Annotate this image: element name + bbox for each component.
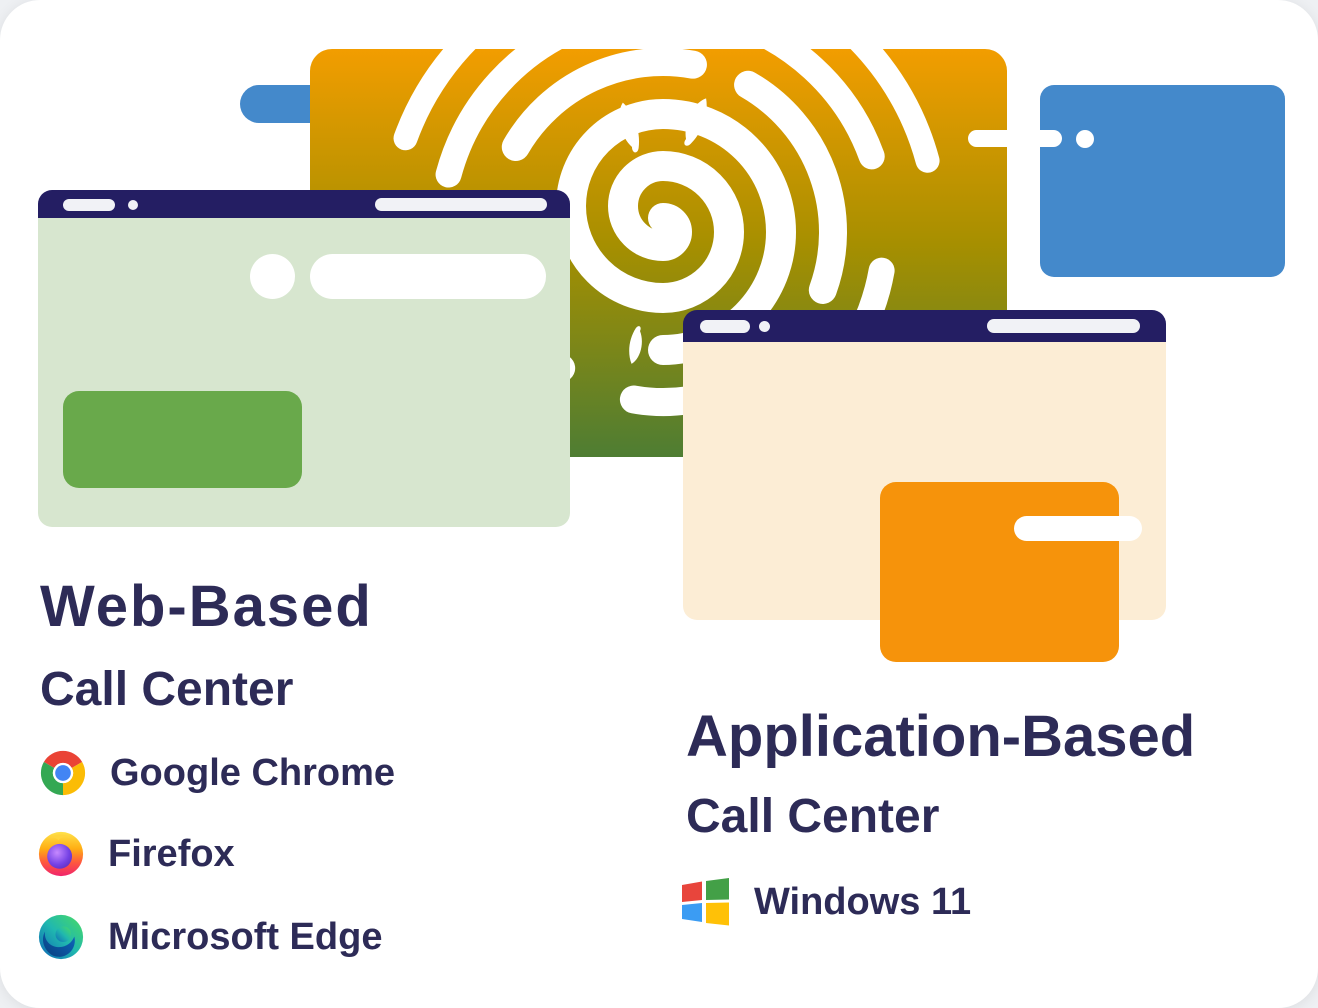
browser-titlebar bbox=[38, 190, 570, 218]
orange-panel-pill bbox=[1014, 516, 1142, 541]
list-item: Google Chrome bbox=[40, 750, 395, 796]
text-placeholder bbox=[310, 254, 546, 299]
list-item-label: Microsoft Edge bbox=[108, 915, 383, 958]
app-titlebar bbox=[683, 310, 1166, 342]
titlebar-dot bbox=[128, 200, 138, 210]
connector-dot bbox=[1076, 130, 1094, 148]
blue-monitor-card bbox=[1040, 85, 1285, 277]
avatar-placeholder bbox=[250, 254, 295, 299]
app-section-title: Application-Based bbox=[686, 704, 1196, 769]
titlebar-address-pill bbox=[987, 319, 1140, 333]
web-section-subtitle: Call Center bbox=[40, 663, 294, 716]
titlebar-address-pill bbox=[375, 198, 547, 211]
firefox-icon bbox=[38, 831, 84, 877]
orange-panel-card bbox=[880, 482, 1119, 662]
chrome-icon bbox=[40, 750, 86, 796]
call-wave-spiral-logo bbox=[377, 49, 949, 457]
green-button-placeholder bbox=[63, 391, 302, 488]
list-item: Firefox bbox=[38, 831, 235, 877]
list-item: Microsoft Edge bbox=[38, 914, 382, 960]
list-item-label: Google Chrome bbox=[110, 751, 396, 794]
web-section-title: Web-Based bbox=[40, 574, 373, 639]
windows-icon bbox=[682, 878, 729, 926]
list-item-label: Windows 11 bbox=[754, 880, 972, 923]
list-item-label: Firefox bbox=[108, 832, 235, 875]
app-section-subtitle: Call Center bbox=[686, 790, 940, 843]
titlebar-pill bbox=[700, 320, 750, 333]
web-browser-window bbox=[38, 190, 570, 527]
titlebar-pill bbox=[63, 199, 115, 211]
edge-icon bbox=[38, 914, 84, 960]
titlebar-dot bbox=[759, 321, 770, 332]
list-item: Windows 11 bbox=[680, 877, 971, 927]
connector-pill bbox=[968, 130, 1062, 147]
